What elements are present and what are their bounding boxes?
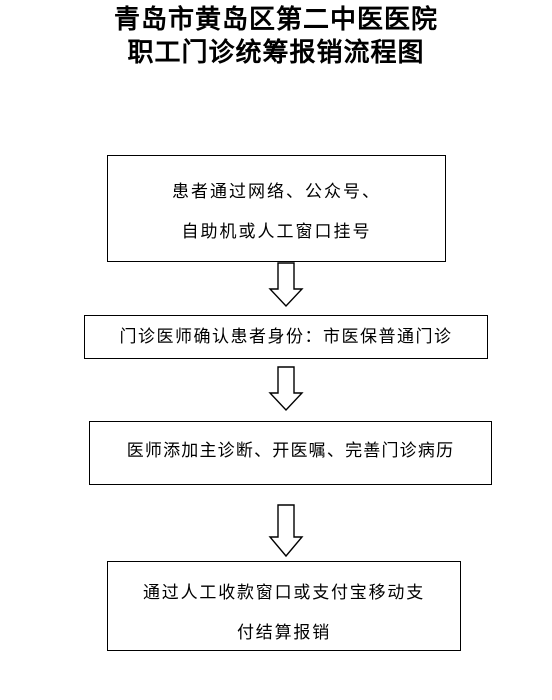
- step-register-text-line1: 患者通过网络、公众号、: [172, 182, 381, 202]
- step-settlement-text-line2: 付结算报销: [237, 623, 331, 643]
- step-register-box: 患者通过网络、公众号、 自助机或人工窗口挂号: [107, 155, 446, 262]
- step-settlement-box: 通过人工收款窗口或支付宝移动支 付结算报销: [107, 561, 461, 651]
- step-diagnosis-box: 医师添加主诊断、开医嘱、完善门诊病历: [89, 421, 492, 485]
- step-register-text-line2: 自助机或人工窗口挂号: [181, 222, 372, 242]
- down-arrow-icon: [268, 366, 304, 412]
- flowchart-title-line1: 青岛市黄岛区第二中医医院: [113, 5, 438, 35]
- flowchart-title-line2: 职工门诊统筹报销流程图: [127, 38, 425, 68]
- step-diagnosis-text: 医师添加主诊断、开医嘱、完善门诊病历: [126, 441, 455, 461]
- down-arrow-icon: [268, 504, 304, 558]
- step-identity-text: 门诊医师确认患者身份：市医保普通门诊: [119, 327, 453, 347]
- step-settlement-text-line1: 通过人工收款窗口或支付宝移动支: [143, 583, 425, 603]
- step-identity-box: 门诊医师确认患者身份：市医保普通门诊: [84, 315, 488, 359]
- down-arrow-icon: [268, 262, 304, 308]
